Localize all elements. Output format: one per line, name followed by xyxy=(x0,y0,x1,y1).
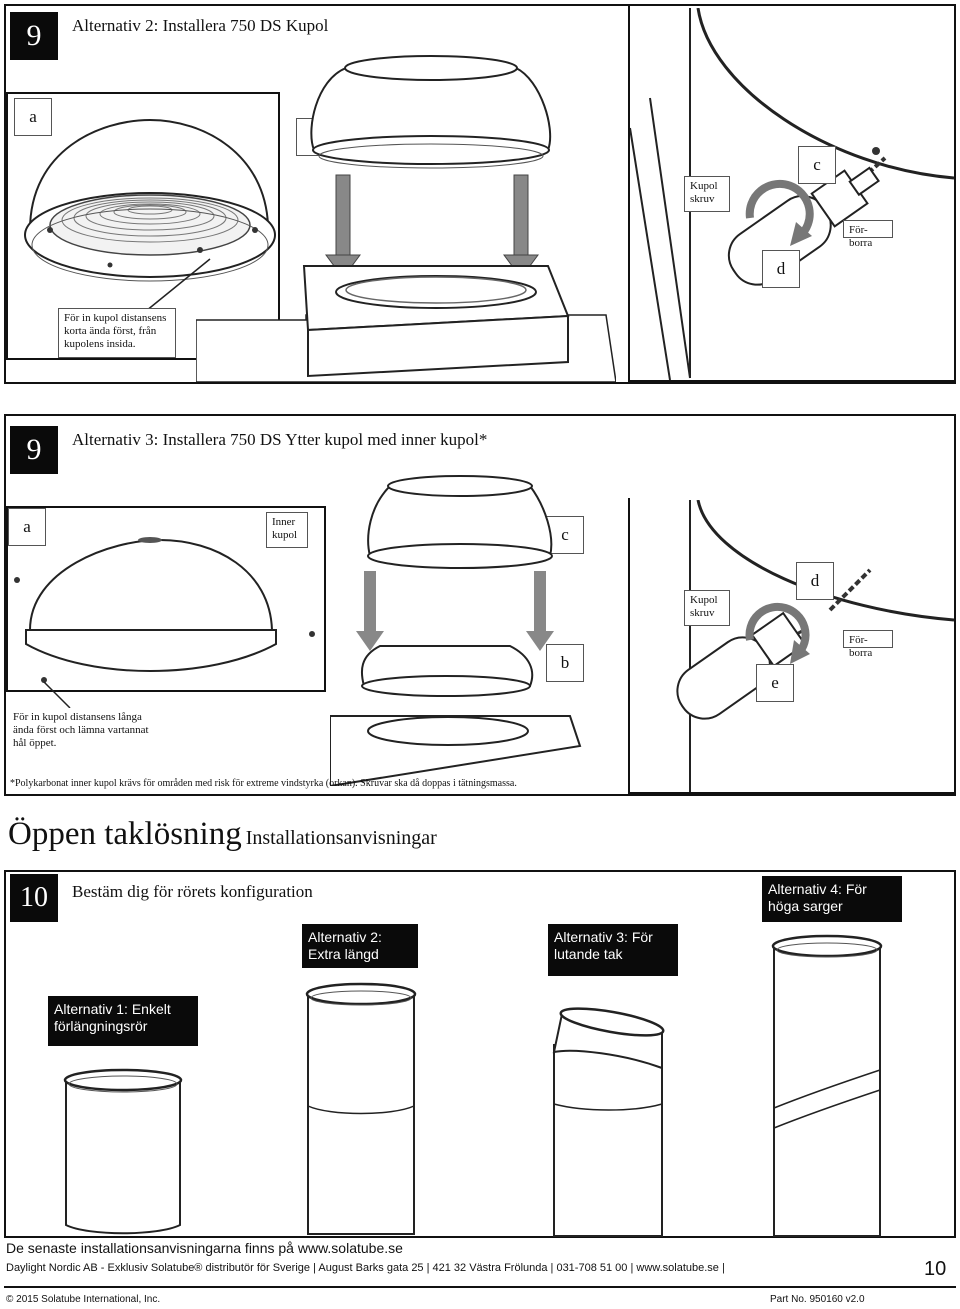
label-a: a xyxy=(8,508,46,546)
part-number: Part No. 950160 v2.0 xyxy=(770,1294,865,1305)
spacer-instruction-callout: För in kupol distansens långa ända först… xyxy=(8,708,158,752)
predrill-callout: För-borra xyxy=(843,220,893,249)
label-a: a xyxy=(14,98,52,136)
label-e: e xyxy=(756,664,794,702)
label-c: c xyxy=(798,146,836,184)
heading-sub: Installationsanvisningar xyxy=(245,827,437,849)
footnote: *Polykarbonat inner kupol krävs för områ… xyxy=(10,778,517,789)
panel-cd xyxy=(628,6,956,382)
step-number: 9 xyxy=(10,426,58,474)
leader-line xyxy=(145,258,211,312)
page-heading: Öppen taklösning Installationsanvisninga… xyxy=(8,816,437,853)
leader-line xyxy=(43,681,71,709)
predrill-callout: För-borra xyxy=(843,630,893,659)
screw-drill-illustration xyxy=(676,500,954,792)
label-d: d xyxy=(796,562,834,600)
alt3-tag: Alternativ 3: För lutande tak xyxy=(548,924,678,976)
footer-divider xyxy=(4,1286,956,1288)
label-d: d xyxy=(762,250,800,288)
outer-inner-dome-illustration xyxy=(330,475,582,786)
step-number: 10 xyxy=(10,874,58,922)
latest-instructions-note: De senaste installationsanvisningarna fi… xyxy=(6,1240,403,1256)
alt2-tag: Alternativ 2: Extra längd xyxy=(302,924,418,968)
label-c: c xyxy=(546,516,584,554)
spacer-instruction-callout: För in kupol distansens korta ända först… xyxy=(58,308,176,358)
tube-option-2 xyxy=(305,982,417,1235)
step-title: Alternativ 3: Installera 750 DS Ytter ku… xyxy=(72,430,488,449)
step-number: 9 xyxy=(10,12,58,60)
alt4-tag: Alternativ 4: För höga sarger xyxy=(762,876,902,922)
page-number: 10 xyxy=(924,1258,947,1280)
tube-option-1 xyxy=(63,1068,183,1235)
label-b: b xyxy=(546,644,584,682)
step-title: Alternativ 2: Installera 750 DS Kupol xyxy=(72,16,329,35)
screw-callout: Kupol skruv xyxy=(684,176,730,212)
tube-option-4 xyxy=(771,934,883,1237)
copyright: © 2015 Solatube International, Inc. xyxy=(6,1294,161,1305)
company-info: Daylight Nordic AB - Exklusiv Solatube® … xyxy=(6,1262,725,1274)
dome-installation-illustration xyxy=(196,55,616,382)
dome-with-spacers-illustration xyxy=(24,118,276,282)
heading-main: Öppen taklösning xyxy=(8,816,242,852)
inner-dome-illustration xyxy=(14,537,315,683)
screw-callout: Kupol skruv xyxy=(684,590,730,626)
inner-dome-callout: Inner kupol xyxy=(266,512,308,548)
alt1-tag: Alternativ 1: Enkelt förlängningsrör xyxy=(48,996,198,1046)
step-title: Bestäm dig för rörets konfiguration xyxy=(72,882,313,901)
tube-option-3 xyxy=(552,1007,665,1237)
screw-drill-illustration xyxy=(630,8,954,380)
